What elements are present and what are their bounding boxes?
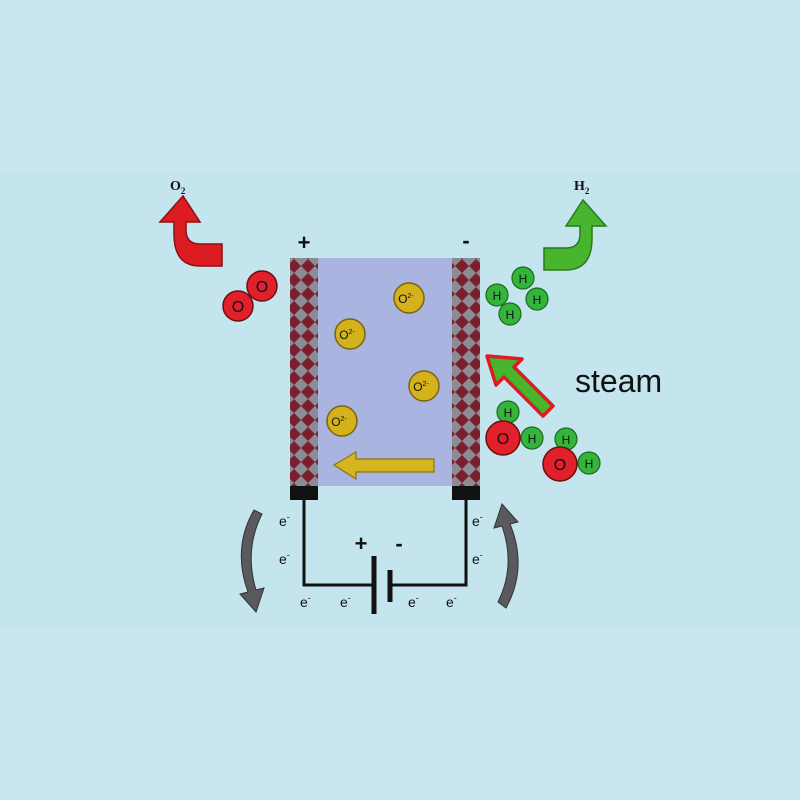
water-molecule: H H O [542,427,601,482]
hydrogen-atom [485,283,509,307]
anode-terminal [290,486,318,500]
left-wire [302,500,372,587]
oxide-ion-label: O2- [398,292,414,306]
oxide-ion [393,282,425,314]
right-electron-cycle-arrow-icon [493,503,519,609]
oxygen-atom [222,290,254,322]
oxide-ion [334,318,366,350]
right-wire [390,500,468,587]
hydrogen-atom-label: H [493,289,502,303]
electron-label: e- [446,593,457,610]
cathode-terminal [452,486,480,500]
electron-label: e- [279,512,290,529]
steam-arrow-icon [485,354,555,418]
o2-label: O2 [170,179,186,196]
oxide-ion [326,405,358,437]
battery-minus-sign: - [395,531,402,556]
hydrogen-atom [511,266,535,290]
hydrogen-atom-label: H [585,457,594,471]
hydrogen-atom [577,451,601,475]
hydrogen-atom-label: H [528,432,537,446]
oxygen-atom-label: O [497,431,509,448]
oxide-ion-label: O2- [413,380,429,394]
anode [290,258,318,486]
battery-plus-sign: + [355,531,368,556]
water-molecule: H H O [485,400,544,456]
electron-labels: e- e- e- e- e- e- e- e- [279,512,483,610]
h2-exit-arrow-icon [543,198,608,271]
ion-flow-arrow-icon [332,450,435,481]
left-electron-cycle-arrow-icon [239,509,265,613]
hydrogen-atom-label: H [533,293,542,307]
oxygen-atom [246,270,278,302]
oxygen-atom [542,446,578,482]
oxide-ion-label: O2- [331,415,347,429]
hydrogen-atom [498,302,522,326]
cathode-minus-sign: - [462,228,469,253]
hydrogen-atom [520,426,544,450]
cathode [452,258,480,486]
electron-label: e- [472,512,483,529]
electron-label: e- [279,550,290,567]
electron-label: e- [408,593,419,610]
steam-label: steam [575,363,662,399]
oxide-ion [408,370,440,402]
electron-label: e- [300,593,311,610]
electron-label: e- [340,593,351,610]
h2-label: H2 [574,179,590,196]
hydrogen-atom-label: H [519,272,528,286]
oxide-ions: O2- O2- O2- O2- [326,282,440,437]
hydrogen-atom-label: H [506,308,515,322]
oxygen-atom [485,420,521,456]
oxygen-atom-label: O [554,457,566,474]
o2-exit-arrow-icon [158,194,223,267]
electrolyte-chamber [290,258,480,486]
hydrogen-atom-label: H [562,433,571,447]
hydrogen-atom-label: H [504,406,513,420]
oxide-ion-label: O2- [339,328,355,342]
oxygen-atom-label: O [232,299,244,316]
anode-plus-sign: + [298,230,311,255]
hydrogen-atom [525,287,549,311]
electron-label: e- [472,550,483,567]
hydrogen-molecules: H H H H [485,266,549,326]
oxygen-atom-label: O [256,279,268,296]
